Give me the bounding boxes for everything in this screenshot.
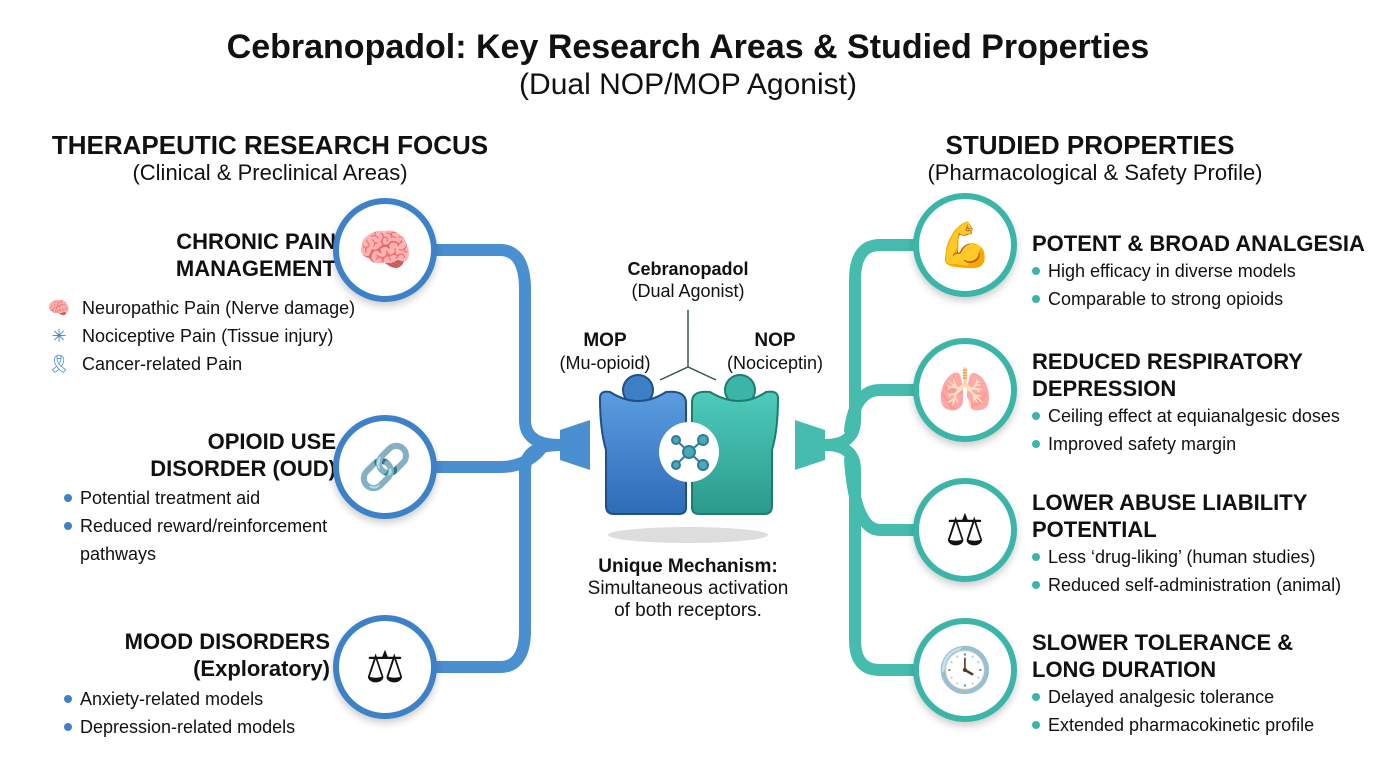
list-item: Improved safety margin: [1032, 430, 1340, 458]
drug-label: Cebranopadol(Dual Agonist): [627, 259, 749, 301]
oud-list: Potential treatment aid Reduced reward/r…: [64, 484, 327, 568]
brain-balance-icon: ⚖: [333, 615, 437, 719]
chronic-pain-list: 🧠Neuropathic Pain (Nerve damage) ✳Nocice…: [44, 294, 356, 378]
list-item: Anxiety-related models: [64, 685, 295, 713]
left-subheading: (Clinical & Preclinical Areas): [132, 160, 408, 185]
list-item: 🎗Cancer-related Pain: [44, 350, 355, 378]
list-item: Reduced self-administration (animal): [1032, 571, 1341, 599]
analgesia-section: POTENT & BROAD ANALGESIA High efficacy i…: [1032, 230, 1365, 313]
receptor-figures-icon: [598, 374, 780, 515]
mood-title: MOOD DISORDERS(Exploratory): [124, 629, 330, 681]
mop-label: MOP(Mu-opioid): [559, 330, 651, 373]
ribbon-icon: 🎗: [47, 354, 71, 374]
list-item: Delayed analgesic tolerance: [1032, 683, 1314, 711]
nop-label: NOP(Nociceptin): [726, 330, 824, 373]
page-subtitle: (Dual NOP/MOP Agonist): [519, 68, 857, 101]
flexed-arm-icon: 💪: [913, 193, 1017, 297]
list-item: Potential treatment aid: [64, 484, 327, 512]
brain-shield-icon: 🧠: [333, 198, 437, 302]
list-item: Depression-related models: [64, 713, 295, 741]
list-item: pathways: [80, 544, 157, 564]
right-heading: STUDIED PROPERTIES: [945, 130, 1235, 160]
tolerance-section: SLOWER TOLERANCE &LONG DURATION Delayed …: [1032, 629, 1314, 739]
brain-icon: 🧠: [47, 298, 71, 318]
nerve-icon: ✳: [51, 326, 67, 346]
lungs-icon: 🫁: [913, 338, 1017, 442]
list-item: ✳Nociceptive Pain (Tissue injury): [44, 322, 355, 350]
mood-list: Anxiety-related models Depression-relate…: [64, 685, 295, 741]
list-item: 🧠Neuropathic Pain (Nerve damage): [44, 294, 355, 322]
right-subheading: (Pharmacological & Safety Profile): [927, 160, 1263, 185]
list-item: Comparable to strong opioids: [1032, 285, 1365, 313]
list-item: High efficacy in diverse models: [1032, 257, 1365, 285]
clock-icon: 🕓: [913, 618, 1017, 722]
mechanism-text: Unique Mechanism:Simultaneous activation…: [587, 556, 789, 621]
list-item: Ceiling effect at equianalgesic doses: [1032, 402, 1340, 430]
broken-chain-hands-icon: 🔗: [333, 415, 437, 519]
page-title: Cebranopadol: Key Research Areas & Studi…: [226, 28, 1150, 66]
list-item: Reduced reward/reinforcement: [64, 512, 327, 540]
left-heading: THERAPEUTIC RESEARCH FOCUS: [51, 130, 489, 160]
list-item: Extended pharmacokinetic profile: [1032, 711, 1314, 739]
list-item: Less ‘drug-liking’ (human studies): [1032, 543, 1341, 571]
scale-lock-icon: ⚖: [913, 478, 1017, 582]
